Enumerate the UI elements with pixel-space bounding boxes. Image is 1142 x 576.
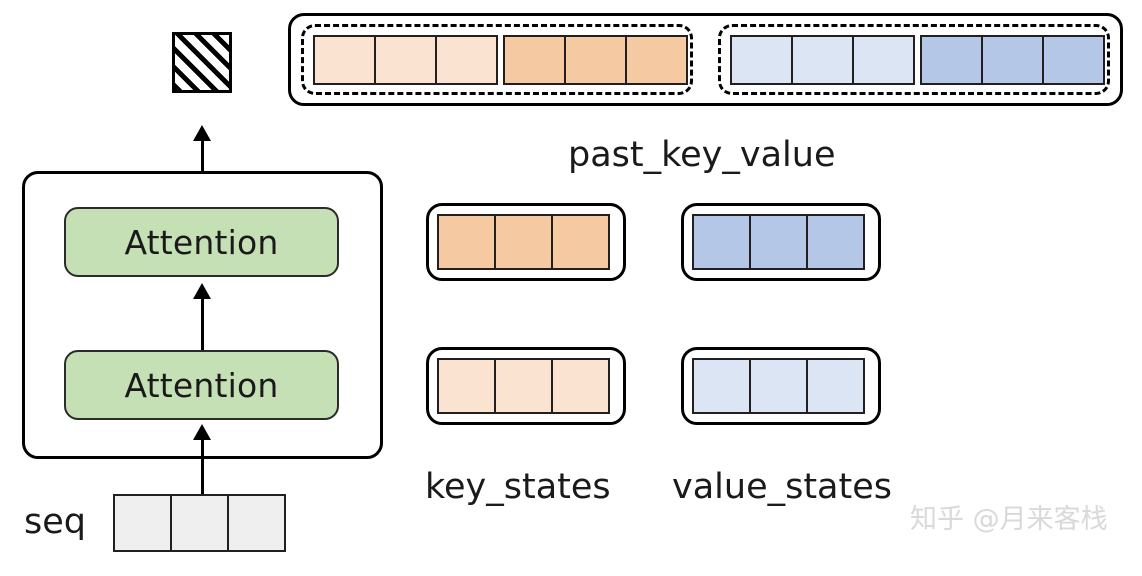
past-value-cell bbox=[791, 35, 854, 85]
attention-block-bottom-label: Attention bbox=[124, 365, 279, 405]
seq-label: seq bbox=[24, 502, 86, 542]
past-keys-group bbox=[313, 35, 498, 85]
key-state-cell bbox=[494, 214, 553, 270]
past-key-cell bbox=[435, 35, 498, 85]
past-key-value-label: past_key_value bbox=[568, 135, 836, 175]
key-states-previous-cells bbox=[437, 358, 610, 414]
value-state-cell bbox=[806, 358, 865, 414]
past-value-cell bbox=[852, 35, 915, 85]
new-values-group bbox=[920, 35, 1105, 85]
past-values-group bbox=[730, 35, 915, 85]
value-state-cell bbox=[749, 358, 808, 414]
attention-block-top[interactable]: Attention bbox=[64, 207, 339, 277]
past-value-cell bbox=[730, 35, 793, 85]
value-states-previous-cells bbox=[692, 358, 865, 414]
new-keys-group bbox=[503, 35, 688, 85]
value-state-cell bbox=[806, 214, 865, 270]
key-state-cell bbox=[494, 358, 553, 414]
seq-arrow-stem bbox=[200, 439, 204, 495]
new-key-cell bbox=[564, 35, 627, 85]
seq-arrow-head bbox=[193, 424, 211, 440]
output-arrow-head bbox=[193, 125, 211, 141]
seq-token-cell bbox=[227, 494, 286, 552]
new-key-cell bbox=[503, 35, 566, 85]
key-state-cell bbox=[437, 214, 496, 270]
key-state-cell bbox=[551, 214, 610, 270]
new-value-cell bbox=[981, 35, 1044, 85]
value-state-cell bbox=[749, 214, 808, 270]
key-states-current-cells bbox=[437, 214, 610, 270]
past-key-cell bbox=[374, 35, 437, 85]
masked-output-icon bbox=[172, 32, 232, 93]
new-key-cell bbox=[625, 35, 688, 85]
value-state-cell bbox=[692, 214, 751, 270]
new-value-cell bbox=[920, 35, 983, 85]
value-state-cell bbox=[692, 358, 751, 414]
key-state-cell bbox=[437, 358, 496, 414]
key-states-label: key_states bbox=[425, 467, 611, 507]
value-states-label: value_states bbox=[672, 467, 892, 507]
attention-block-bottom[interactable]: Attention bbox=[64, 350, 339, 420]
key-state-cell bbox=[551, 358, 610, 414]
seq-token-cell bbox=[113, 494, 172, 552]
inter-attention-arrow-head bbox=[193, 283, 211, 299]
new-value-cell bbox=[1042, 35, 1105, 85]
seq-token-cell bbox=[170, 494, 229, 552]
attention-block-top-label: Attention bbox=[124, 222, 279, 262]
past-key-cell bbox=[313, 35, 376, 85]
seq-tokens-group bbox=[113, 494, 286, 552]
value-states-current-cells bbox=[692, 214, 865, 270]
watermark: 知乎 @月来客栈 bbox=[910, 504, 1108, 535]
inter-attention-arrow-stem bbox=[200, 298, 204, 350]
